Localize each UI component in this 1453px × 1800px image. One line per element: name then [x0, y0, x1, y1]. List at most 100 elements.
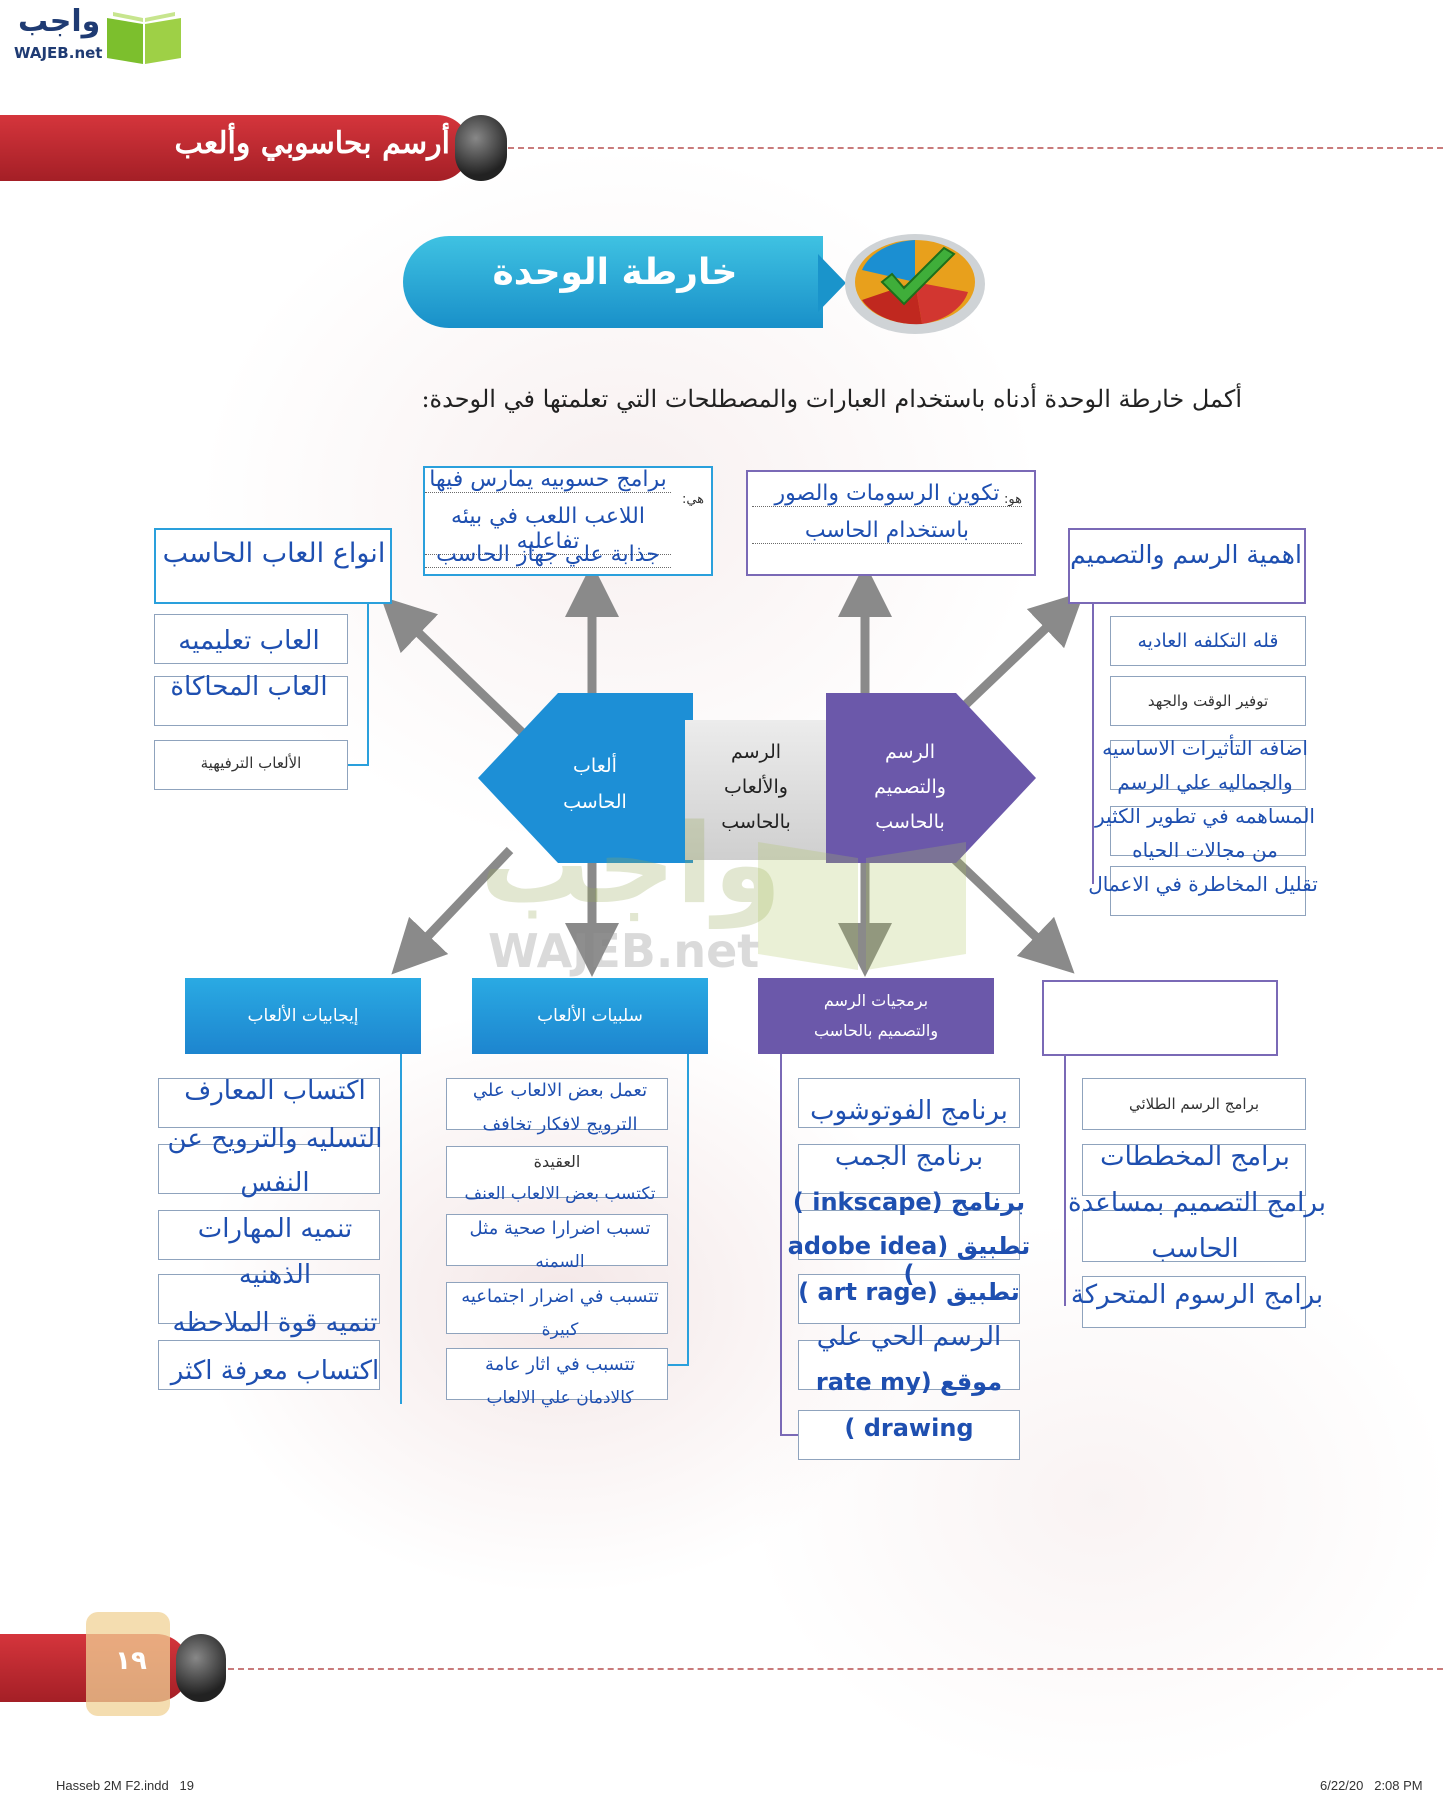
negatives-item-6: السمنه [535, 1252, 585, 1272]
types-games-item-box-2 [154, 676, 348, 726]
page-number-badge [86, 1612, 170, 1716]
negatives-item-9: تتسبب في اثار عامة [484, 1354, 636, 1375]
importance-title: اهمية الرسم والتصميم [1070, 540, 1302, 569]
programs-bracket [1064, 1056, 1086, 1306]
programs-item-1: برامج الرسم الطلائي [1128, 1095, 1260, 1113]
software-item-2: برنامج الجمب [834, 1142, 984, 1172]
page-number-knob [176, 1634, 226, 1702]
importance-item-box-3 [1110, 740, 1306, 790]
negatives-header: سلبيات الألعاب [472, 978, 708, 1054]
site-logo[interactable]: واجب WAJEB.net [10, 4, 185, 70]
positives-item-3: النفس [240, 1168, 310, 1198]
hub-left-blue [478, 693, 693, 863]
software-item-7: موقع (rate my [815, 1368, 1003, 1396]
design-definition-line-2: باستخدام الحاسب [752, 518, 1022, 544]
negatives-item-7: تتسبب في اضرار اجتماعيه [461, 1286, 659, 1307]
negatives-item-1: تعمل بعض الالعاب علي [472, 1080, 648, 1101]
software-bracket [780, 1054, 802, 1436]
types-games-item-box-1 [154, 614, 348, 664]
positives-item-box-4 [158, 1274, 380, 1324]
games-definition-line-1: برامج حسوبيه يمارس فيها [425, 467, 671, 493]
software-item-3: برنامج (inkscape ) [792, 1188, 1026, 1216]
software-item-box-5 [798, 1340, 1020, 1390]
software-item-6: الرسم الحي علي [816, 1322, 1002, 1352]
software-item-box-1 [798, 1078, 1020, 1128]
types-games-bracket [347, 604, 369, 766]
unit-map-banner [403, 236, 823, 328]
games-definition-prefix: هي: [681, 492, 705, 507]
hub-middle-gray [685, 720, 830, 860]
types-games-item-2: العاب المحاكاة [170, 672, 328, 702]
importance-item-7: تقليل المخاطرة في الاعمال [1088, 872, 1318, 896]
logo-arabic: واجب [18, 4, 101, 39]
hub-right-purple [826, 693, 1036, 863]
negatives-item-3: العقيدة [533, 1152, 581, 1171]
programs-header-box [1042, 980, 1278, 1056]
importance-item-6: من مجالات الحياه [1132, 838, 1278, 862]
software-item-5: تطبيق (art rage ) [798, 1278, 1020, 1306]
types-games-item-1: العاب تعليميه [178, 626, 320, 656]
positives-item-box-5 [158, 1340, 380, 1390]
footer-dashed-line [228, 1668, 1443, 1670]
negatives-item-box-4 [446, 1282, 668, 1334]
importance-item-box-5 [1110, 866, 1306, 916]
page-number: ١٩ [115, 1646, 147, 1676]
banner-arrow [818, 254, 846, 312]
types-games-item-box-3 [154, 740, 348, 790]
design-definition-line-1: تكوين الرسومات والصور [752, 481, 1022, 507]
programs-item-box-2 [1082, 1144, 1306, 1196]
header-title: أرسم بحاسوبي وألعب [174, 126, 450, 161]
importance-item-3: اضافه التأثيرات الاساسيه [1102, 736, 1308, 760]
watermark-latin: WAJEB.net [488, 924, 760, 978]
positives-item-box-2 [158, 1144, 380, 1194]
hub-middle-label: الرسم والألعاب بالحاسب [721, 741, 791, 833]
positives-header: إيجابيات الألعاب [185, 978, 421, 1054]
importance-item-5: المساهمه في تطوير الكثير [1095, 804, 1315, 828]
footer-right: 6/22/20 2:08 PM [1320, 1778, 1423, 1793]
software-header: برمجيات الرسم والتصميم بالحاسب [758, 978, 994, 1054]
positives-item-6: تنميه قوة الملاحظه [172, 1308, 378, 1338]
header-band [0, 115, 470, 181]
instruction-text: أكمل خارطة الوحدة أدناه باستخدام العبارا… [421, 385, 1242, 413]
positives-item-box-1 [158, 1078, 380, 1128]
importance-item-box-4 [1110, 806, 1306, 856]
programs-item-4: الحاسب [1151, 1234, 1239, 1264]
design-definition-box [746, 470, 1036, 576]
negatives-item-box-1 [446, 1078, 668, 1130]
negatives-item-4: تكتسب بعض الالعاب العنف [464, 1184, 656, 1204]
software-item-1: برنامج الفوتوشوب [810, 1096, 1008, 1126]
checkmark-icon [845, 234, 985, 334]
positives-item-5: الذهنيه [238, 1260, 312, 1290]
hub-left-label: ألعاب الحاسب [563, 755, 627, 813]
importance-item-1: قله التكلفه العاديه [1137, 630, 1279, 652]
positives-item-1: اكتساب المعارف [184, 1076, 366, 1106]
types-games-title-box [154, 528, 392, 604]
negatives-item-box-2 [446, 1146, 668, 1198]
logo-latin: WAJEB.net [14, 44, 103, 62]
programs-item-5: برامج الرسوم المتحركة [1070, 1280, 1324, 1310]
watermark-book-icon [758, 842, 966, 970]
programs-item-box-4 [1082, 1276, 1306, 1328]
software-item-box-6 [798, 1410, 1020, 1460]
negatives-item-box-5 [446, 1348, 668, 1400]
games-definition-box [423, 466, 713, 576]
positives-item-box-3 [158, 1210, 380, 1260]
types-games-item-3: الألعاب الترفيهية [200, 754, 302, 772]
positives-item-7: اكتساب معرفة اكثر [170, 1356, 380, 1386]
types-games-title: انواع العاب الحاسب [162, 538, 386, 569]
games-definition-line-2: اللاعب اللعب في بيئه تفاعليه [425, 504, 671, 555]
software-item-box-2 [798, 1144, 1020, 1194]
book-icon [107, 12, 181, 64]
positives-bracket [380, 1054, 402, 1404]
header-dashed-line [508, 147, 1443, 149]
importance-title-box [1068, 528, 1306, 604]
positives-item-4: تنميه المهارات [197, 1214, 353, 1244]
negatives-item-5: تسبب اضرارا صحية مثل [469, 1218, 651, 1239]
software-item-box-4 [798, 1274, 1020, 1324]
importance-item-4: والجماليه علي الرسم [1117, 770, 1293, 794]
watermark-arabic: واجب [480, 800, 782, 928]
footer-left: Hasseb 2M F2.indd 19 [56, 1778, 195, 1793]
unit-map-title: خارطة الوحدة [492, 252, 738, 293]
hub-right-label: الرسم والتصميم بالحاسب [874, 741, 946, 833]
